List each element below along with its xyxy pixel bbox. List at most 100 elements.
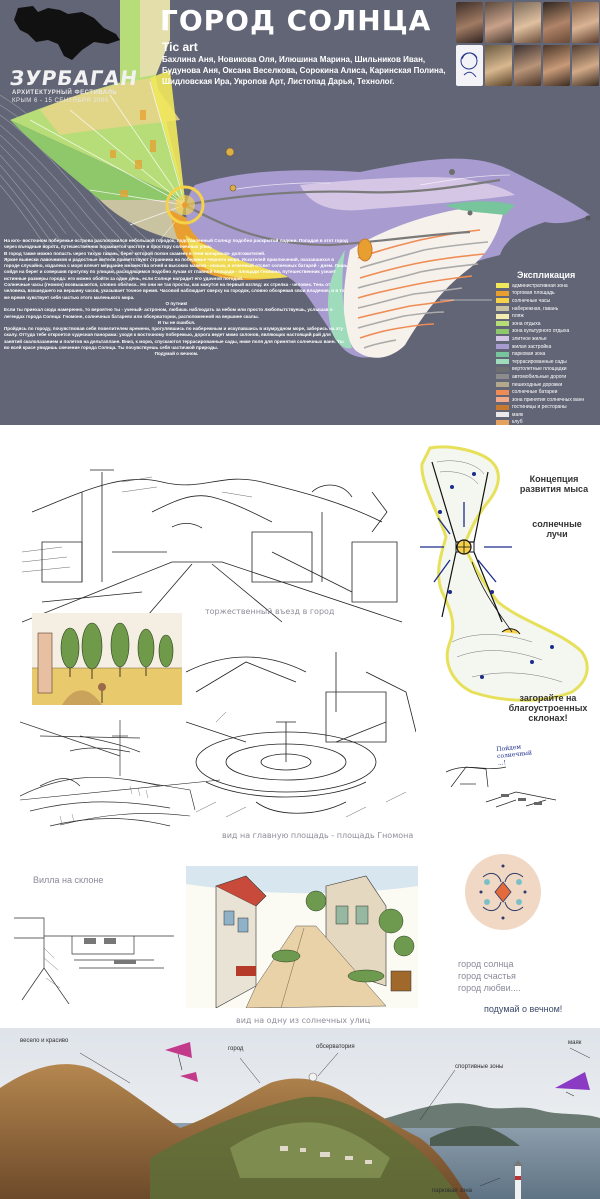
legend-label: жилая застройка [512, 343, 552, 350]
legend-row: парковая зона [496, 350, 600, 358]
legend-row: пешеходные дорожки [496, 381, 600, 389]
slope-tanning-sketch [446, 766, 557, 808]
legend-row: элитное жилье [496, 335, 600, 343]
legend-row: торговая площадь [496, 290, 600, 298]
logo-dates: КРЫМ 6 - 15 СЕНТЯБРЯ 2005 [12, 98, 109, 104]
city-story-text: На юго- восточном побережье острова расп… [4, 238, 349, 358]
team-photo [485, 2, 512, 43]
legend-row: солнечные часы [496, 297, 600, 305]
legend-row: зона принятия солнечных ванн [496, 396, 600, 404]
legend-row: зона культурного отдыха [496, 328, 600, 336]
sunny-street-sketch [186, 866, 418, 1008]
legend-swatch [496, 313, 509, 319]
legend-row: административная зона [496, 282, 600, 290]
legend-label: террасированные сады [512, 358, 567, 365]
legend-label: элитное жилье [512, 335, 547, 342]
legend-label: пешеходные дорожки [512, 381, 563, 388]
sun-rays-note: солнечные лучи [532, 519, 582, 539]
city-poem: город солнца город счастья город любви..… [458, 958, 521, 994]
legend-row: пляж [496, 312, 600, 320]
caption-square: вид на главную площадь - площадь Гномона [222, 831, 414, 840]
legend-label: гостиницы и рестораны [512, 404, 567, 411]
legend-swatch [496, 412, 509, 418]
poem-line: город солнца [458, 959, 514, 969]
legend-label: пляж [512, 313, 524, 320]
legend-swatch [496, 374, 509, 380]
legend-row: вертолетные площадки [496, 366, 600, 374]
legend-label: административная зона [512, 282, 568, 289]
story-paragraph: Солнечные часы (гномон) возвышаются, сло… [4, 282, 345, 300]
poster-title: ГОРОД СОЛНЦА [160, 4, 432, 37]
villa-sketch [14, 917, 174, 1004]
legend-swatch [496, 306, 509, 312]
legend-row: маяк [496, 411, 600, 419]
poem-line: город любви.... [458, 983, 521, 993]
legend-swatch [496, 351, 509, 357]
caption-street: вид на одну из солнечных улиц [236, 1016, 371, 1025]
panorama-label-city: город [228, 1046, 244, 1052]
legend-label: клуб [512, 419, 523, 425]
legend-row: гостиницы и рестораны [496, 404, 600, 412]
team-photo [572, 2, 599, 43]
legend-swatch [496, 336, 509, 342]
legend-swatch [496, 404, 509, 410]
legend-label: солнечные батареи [512, 389, 558, 396]
legend-label: зона культурного отдыха [512, 328, 570, 335]
caption-villa: Вилла на склоне [33, 875, 104, 885]
panorama-label-observatory: обсерватория [316, 1044, 355, 1050]
legend-swatch [496, 298, 509, 304]
legend-swatch [496, 389, 509, 395]
legend-swatch [496, 397, 509, 403]
legend-row: солнечные батареи [496, 388, 600, 396]
story-paragraph: И ты не ошибся. [157, 319, 196, 325]
logo-subtitle: АРХИТЕКТУРНЫЙ ФЕСТИВАЛЬ [12, 90, 118, 96]
legend-swatch [496, 283, 509, 289]
story-paragraph: На юго- восточном побережье острова расп… [4, 238, 348, 250]
story-paragraph: Если ты приехал сюда намеренно, то вероя… [4, 307, 333, 319]
story-paragraph: Яркие вывески лавочников и радостные жит… [4, 256, 348, 281]
legend-row: жилая застройка [496, 343, 600, 351]
story-paragraph: Подумай о вечном. [154, 351, 199, 357]
coastal-panorama [0, 1028, 600, 1199]
concept-title: Концепция развития мыса [519, 474, 589, 494]
team-photo [456, 2, 483, 43]
team-photo [485, 45, 512, 86]
caption-entry: торжественный въезд в город [205, 607, 335, 616]
entry-perspective-sketch [22, 469, 403, 623]
panorama-panel: весело и красиво город обсерватория спор… [0, 1028, 600, 1199]
sketches-panel: торжественный въезд в город Концепция ра… [0, 430, 600, 1025]
legend-label: зона принятия солнечных ванн [512, 396, 585, 403]
team-photo [514, 2, 541, 43]
panorama-label-sport: спортивные зоны [455, 1064, 504, 1070]
masterplan-panel: ЗУРБАГАН АРХИТЕКТУРНЫЙ ФЕСТИВАЛЬ КРЫМ 6 … [0, 0, 600, 425]
legend-swatch [496, 382, 509, 388]
legend-label: солнечные часы [512, 297, 551, 304]
legend-row: автомобильные дороги [496, 373, 600, 381]
legend-label: маяк [512, 411, 524, 418]
story-paragraph: В город также можно попасть через тихую … [4, 250, 266, 256]
legend-swatch [496, 321, 509, 327]
team-photo [572, 45, 599, 86]
festival-logo: ЗУРБАГАН АРХИТЕКТУРНЫЙ ФЕСТИВАЛЬ КРЫМ 6 … [8, 4, 140, 104]
poem-line: город счастья [458, 971, 516, 981]
legend-row: зона отдыха [496, 320, 600, 328]
story-paragraph: О путник! [165, 300, 188, 306]
team-photos [456, 2, 600, 88]
team-photo-drawing [456, 45, 483, 86]
story-paragraph: Пройдясь по городу, почувствовав себя по… [4, 326, 344, 351]
panorama-label-fun: весело и красиво [20, 1038, 69, 1044]
panorama-label-park: парковая зона [432, 1188, 472, 1194]
legend-swatch [496, 344, 509, 350]
legend-label: вертолетные площадки [512, 366, 567, 373]
legend-swatch [496, 419, 509, 425]
cape-concept-diagram [420, 445, 589, 702]
logo-name: ЗУРБАГАН [8, 66, 140, 90]
legend-label: зона отдыха [512, 320, 541, 327]
legend-title: Экспликация [517, 270, 576, 280]
garden-color-sketch [32, 613, 182, 705]
island-silhouette-logo [14, 6, 120, 60]
team-photo [543, 2, 570, 43]
plaza-detail-sketch [20, 779, 220, 826]
legend-row: клуб [496, 419, 600, 425]
